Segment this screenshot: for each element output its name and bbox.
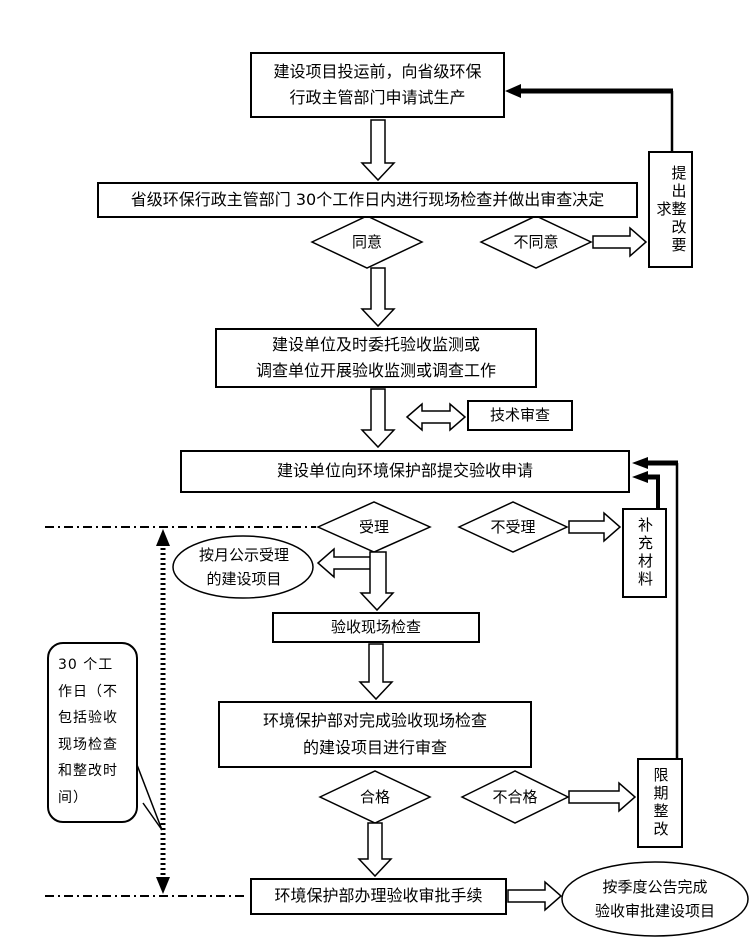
block-arrow-notaccept-to-supplement	[568, 511, 622, 543]
block-arrow-agree-to-commission	[360, 267, 396, 328]
label-not-accept: 不受理	[490, 518, 536, 536]
box-submit-application: 建设单位向环境保护部提交验收申请	[180, 450, 630, 493]
arrowhead-deadline-to-submit	[632, 457, 648, 469]
arrowhead-supplement-to-submit	[632, 471, 648, 483]
block-arrow-disagree-to-rectify	[592, 226, 648, 258]
diamond-qualified	[318, 770, 432, 824]
label-unqualified: 不合格	[492, 788, 538, 806]
block-arrow-commission-to-submit	[360, 388, 396, 449]
box-approval-procedure: 环境保护部办理验收审批手续	[250, 878, 507, 915]
diamond-accept	[316, 501, 432, 553]
diamond-disagree	[479, 215, 593, 269]
label-disagree: 不同意	[513, 233, 559, 251]
block-arrow-tech-review-both-ways	[405, 402, 467, 432]
box-provincial-check: 省级环保行政主管部门 30个工作日内进行现场检查并做出审查决定	[97, 182, 638, 218]
label-agree: 同意	[351, 233, 382, 251]
box-rectify-request: 提出整改要求	[648, 151, 693, 268]
span-arrowhead-up	[156, 529, 170, 546]
block-arrow-inspection-to-review	[358, 643, 394, 701]
diamond-agree	[310, 215, 424, 269]
block-arrow-accept-to-inspection	[359, 551, 395, 612]
callout-tail-line1	[133, 756, 163, 831]
block-arrow-qualified-to-approval	[357, 822, 393, 878]
label-monthly-publicity: 按月公示受理 的建设项目	[198, 546, 289, 588]
block-arrow-approval-to-quarterly	[507, 880, 563, 912]
box-apply-trial: 建设项目投运前，向省级环保 行政主管部门申请试生产	[250, 52, 505, 118]
box-supplement-materials: 补充材料	[622, 508, 667, 598]
box-onsite-inspection: 验收现场检查	[272, 612, 480, 643]
ellipse-quarterly-announcement	[561, 861, 749, 937]
diamond-unqualified	[460, 770, 570, 824]
span-arrowhead-down	[156, 877, 170, 894]
box-tech-review: 技术审查	[467, 400, 573, 431]
box-mep-review: 环境保护部对完成验收现场检查 的建设项目进行审查	[218, 701, 532, 768]
box-commission-monitoring: 建设单位及时委托验收监测或 调查单位开展验收监测或调查工作	[215, 328, 537, 388]
arrowhead-to-apply-trial	[505, 84, 521, 98]
block-arrow-accept-to-monthly	[316, 547, 373, 579]
block-arrow-unqualified-to-deadline	[568, 781, 637, 813]
ellipse-monthly-publicity	[172, 535, 314, 599]
callout-30-working-days: 30 个工作日（不包括验收现场检查和整改时间）	[47, 642, 138, 823]
block-arrow-apply-to-check	[360, 119, 396, 182]
diamond-not-accept	[457, 501, 569, 553]
label-quarterly-announcement: 按季度公告完成 验收审批建设项目	[594, 878, 715, 920]
callout-tail-line2	[142, 802, 163, 831]
label-accept: 受理	[358, 518, 389, 536]
box-deadline-rectify: 限期整改	[637, 758, 683, 848]
label-qualified: 合格	[359, 788, 390, 806]
